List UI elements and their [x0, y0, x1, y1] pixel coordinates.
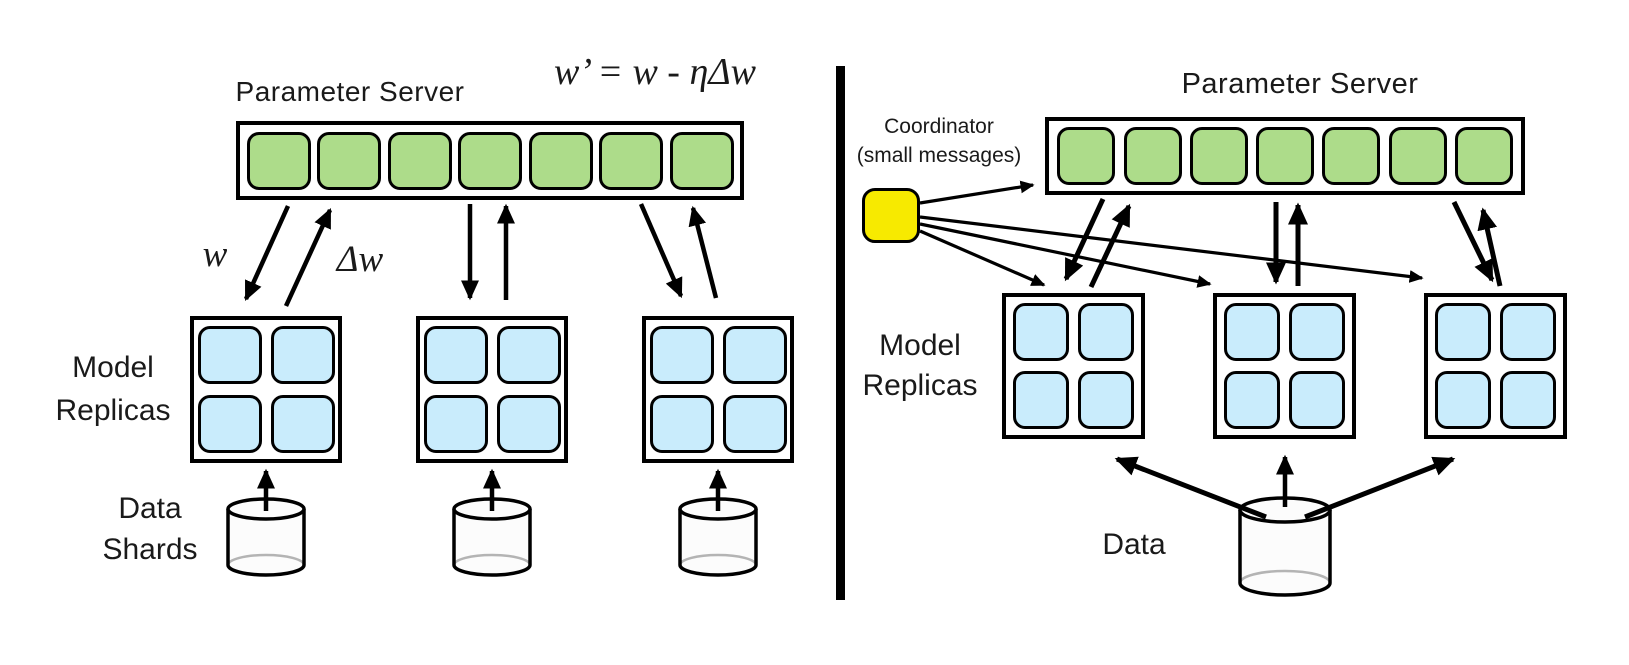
server-shard-cell: [317, 131, 381, 190]
replica-cell: [1289, 303, 1345, 361]
gradient-upload-arrow: [1477, 207, 1503, 287]
replica-cell: [1224, 303, 1280, 361]
replica-cell: [270, 326, 335, 384]
server-shard-cell: [1388, 127, 1447, 185]
coordinator-label: Coordinator (small messages): [856, 115, 1022, 167]
replica-cell: [1013, 371, 1069, 429]
coordinator-node: [862, 188, 920, 243]
right-model-replicas-label: Model Replicas: [862, 329, 978, 402]
server-shard-cell: [1057, 127, 1116, 185]
replica-cell: [1500, 303, 1556, 361]
replica-cell: [496, 395, 561, 453]
replica-cell: [1078, 371, 1134, 429]
weight-download-arrow: [1451, 200, 1495, 283]
model-replica-box: [1002, 293, 1145, 439]
right-parameter-server-box: [1045, 117, 1525, 195]
gradient-upload-arrow: [1088, 203, 1132, 289]
server-shard-cell: [458, 131, 522, 190]
data-shards-label: Data Shards: [102, 492, 198, 566]
gradient-arrow-label: Δw: [336, 239, 384, 280]
database-cylinder-icon: [452, 497, 532, 577]
weight-download-arrow: [1063, 197, 1106, 282]
model-replica-box: [1424, 293, 1567, 439]
replica-cell: [649, 326, 714, 384]
coordinator-to-server-arrow: [919, 180, 1035, 205]
shard-to-replica-arrow: [257, 468, 727, 511]
replica-cell: [423, 395, 488, 453]
database-cylinder-icon: [1238, 496, 1332, 597]
server-shard-cell: [1123, 127, 1182, 185]
gradient-upload-arrow: [688, 205, 719, 299]
replica-cell: [197, 326, 262, 384]
replica-cell: [722, 395, 787, 453]
replica-cell: [1078, 303, 1134, 361]
database-cylinder-icon: [678, 497, 758, 577]
left-model-replicas-label: Model Replicas: [55, 351, 171, 427]
weight-download-arrow: [638, 203, 684, 299]
weight-arrow-label: w: [202, 234, 228, 275]
right-data-label: Data: [1102, 528, 1166, 561]
replica-cell: [1435, 303, 1491, 361]
replica-cell: [649, 395, 714, 453]
replica-cell: [496, 326, 561, 384]
data-to-replica-arrow: [1114, 454, 1456, 520]
replica-cell: [1224, 371, 1280, 429]
server-shard-cell: [387, 131, 452, 190]
update-equation: w’ = w - ηΔw: [554, 51, 756, 93]
panel-divider: [836, 66, 845, 600]
replica-cell: [722, 326, 787, 384]
left-parameter-server-box: [236, 121, 744, 200]
server-shard-cell: [1189, 127, 1248, 185]
server-shard-cell: [1256, 127, 1314, 185]
model-replica-box: [1213, 293, 1356, 439]
replica-cell: [1500, 371, 1556, 429]
replica-cell: [1013, 303, 1069, 361]
replica-cell: [1289, 371, 1345, 429]
replica-cell: [270, 395, 335, 453]
server-shard-cell: [669, 131, 734, 190]
model-replica-box: [416, 316, 568, 463]
model-replica-box: [642, 316, 794, 463]
weight-download-arrow: [243, 205, 291, 302]
right-parameter-server-title: Parameter Server: [1181, 68, 1419, 100]
server-shard-cell: [1322, 127, 1381, 185]
left-parameter-server-title: Parameter Server: [235, 76, 465, 107]
server-shard-cell: [246, 131, 311, 190]
coordinator-to-replica-arrow: [919, 215, 1424, 288]
replica-cell: [1435, 371, 1491, 429]
replica-cell: [197, 395, 262, 453]
replica-cell: [423, 326, 488, 384]
server-shard-cell: [599, 131, 663, 190]
server-shard-cell: [1454, 127, 1513, 185]
server-shard-cell: [528, 131, 593, 190]
model-replica-box: [190, 316, 342, 463]
